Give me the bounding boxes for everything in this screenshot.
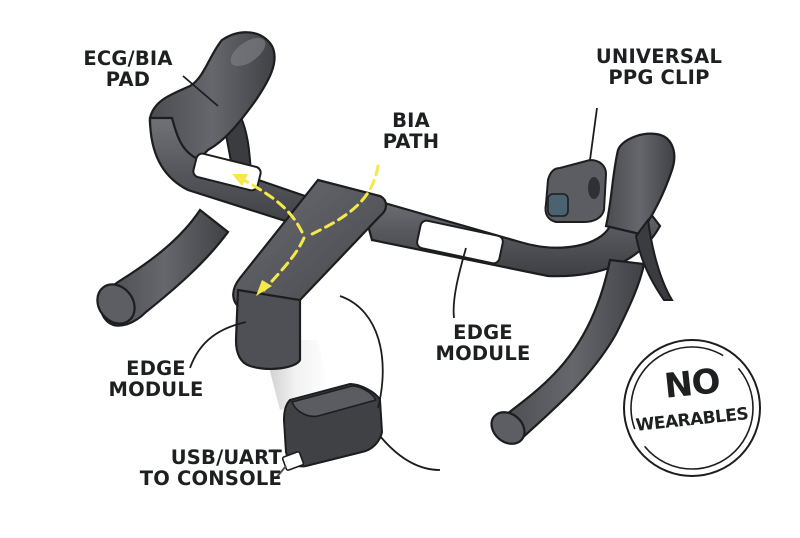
leader-lines xyxy=(182,75,598,471)
usb-plug-icon xyxy=(281,451,305,471)
label-line: MODULE xyxy=(435,342,531,366)
edge-module-pad-right xyxy=(416,219,504,265)
top-bar-right xyxy=(358,194,662,278)
leader-usb xyxy=(339,295,384,409)
no-wearables-badge-ring xyxy=(623,339,761,477)
leader-usb-cable xyxy=(379,435,441,471)
stem-body xyxy=(234,288,302,370)
label-line: USB/UART xyxy=(170,446,282,469)
left-hood-top xyxy=(230,37,266,67)
right-hood xyxy=(604,132,676,236)
label-line: MODULE xyxy=(108,378,204,402)
label-line: PATH xyxy=(382,130,440,154)
leader-ppg xyxy=(589,107,598,161)
label-line: TO CONSOLE xyxy=(139,467,282,491)
right-brake-lever xyxy=(634,217,674,301)
label-edge-module-right: EDGE MODULE xyxy=(423,322,543,364)
label-line: BIA xyxy=(392,109,430,132)
usb-module xyxy=(275,382,384,479)
leader-ecg xyxy=(182,75,219,107)
ppg-lens xyxy=(547,193,569,217)
ppg-clip xyxy=(544,158,608,223)
label-ecg-bia-pad: ECG/BIA PAD xyxy=(72,48,184,90)
no-wearables-badge: NO WEARABLES xyxy=(622,338,762,478)
bia-arrowhead-down xyxy=(256,280,272,296)
badge-line-1: NO xyxy=(662,361,722,407)
label-line: PAD xyxy=(105,68,151,92)
label-edge-module-left: EDGE MODULE xyxy=(96,358,216,400)
bia-arrowhead-left xyxy=(232,174,248,186)
label-usb-uart: USB/UART TO CONSOLE xyxy=(112,447,282,489)
label-line: EDGE xyxy=(453,321,513,344)
left-drop-end xyxy=(96,283,136,325)
label-bia-path: BIA PATH xyxy=(366,110,456,152)
leader-edge-left xyxy=(189,321,247,369)
label-line: ECG/BIA xyxy=(83,47,173,70)
right-drop-end xyxy=(490,411,526,445)
label-line: UNIVERSAL xyxy=(595,45,723,68)
label-line: EDGE xyxy=(126,357,186,380)
label-universal-ppg-clip: UNIVERSAL PPG CLIP xyxy=(584,46,734,88)
leader-edge-right xyxy=(452,247,467,319)
label-line: PPG CLIP xyxy=(608,66,710,90)
left-drop xyxy=(100,208,230,327)
